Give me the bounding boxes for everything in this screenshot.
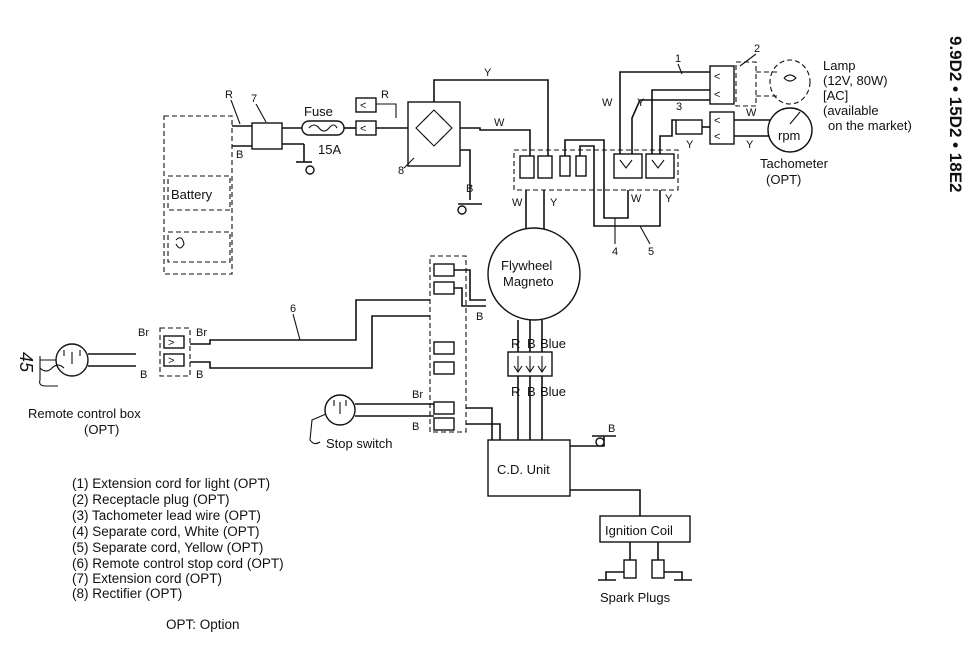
- remote-control-label: Remote control box: [28, 406, 141, 421]
- wire-blue-cd2-label: Blue: [540, 384, 566, 399]
- wire-black-stop2-label: B: [412, 421, 419, 433]
- magneto-label-line1: Flywheel: [501, 258, 552, 273]
- cd-unit: C.D. Unit B: [487, 423, 641, 516]
- svg-text:<: <: [360, 123, 366, 135]
- wire-black-cd-label: B: [527, 336, 536, 351]
- legend-item: (1) Extension cord for light (OPT): [72, 476, 270, 491]
- battery-assembly: Battery R B: [163, 89, 252, 275]
- wire-red-cd-label: R: [511, 336, 520, 351]
- legend-item: (4) Separate cord, White (OPT): [72, 524, 260, 539]
- model-title: 9.9D2 • 15D2 • 18E2: [946, 36, 965, 193]
- wire-black-ground-label: B: [608, 423, 615, 435]
- tachometer-gauge-icon: [767, 107, 813, 153]
- tachometer-label: Tachometer: [760, 156, 829, 171]
- wire-yellow-tach2-label: Y: [746, 139, 754, 151]
- svg-text:<: <: [714, 131, 720, 143]
- wire-black-rc2-label: B: [196, 369, 203, 381]
- magneto-label-line2: Magneto: [503, 274, 554, 289]
- legend-item: (6) Remote control stop cord (OPT): [72, 556, 284, 571]
- callout-5: 5: [648, 246, 654, 258]
- ignition-coil: Ignition Coil: [598, 515, 692, 581]
- wire-black-rc-label: B: [140, 369, 147, 381]
- svg-text:<: <: [714, 115, 720, 127]
- svg-text:>: >: [168, 337, 174, 349]
- extension-cord: 7: [251, 93, 315, 175]
- flywheel-magneto: Flywheel Magneto R B Blue R B Blue: [487, 227, 581, 440]
- callout-6: 6: [290, 303, 296, 315]
- wire-white-sep-label: W: [631, 193, 642, 205]
- spark-plug-icon: [623, 559, 637, 579]
- wire-yellow-lamp-label: Y: [637, 97, 645, 109]
- wire-yellow-sep-label: Y: [665, 193, 673, 205]
- fuse-rating: 15A: [318, 142, 341, 157]
- wire-brown-rc-label: Br: [138, 327, 149, 339]
- svg-text:<: <: [714, 71, 720, 83]
- lamp-rating: (12V, 80W): [823, 73, 888, 88]
- legend-item: (7) Extension cord (OPT): [72, 571, 222, 586]
- legend-note: OPT: Option: [166, 617, 240, 632]
- lamp-label: Lamp: [823, 58, 856, 73]
- fuse: Fuse 15A <: [301, 104, 408, 157]
- wire-white-lamp-label: W: [602, 97, 613, 109]
- battery-terminal-icon: [175, 237, 185, 249]
- callout-4: 4: [612, 246, 618, 258]
- svg-text:<: <: [714, 89, 720, 101]
- ignition-coil-label: Ignition Coil: [605, 523, 673, 538]
- legend-item: (5) Separate cord, Yellow (OPT): [72, 540, 263, 555]
- connector-pins-icon: [619, 159, 665, 169]
- spark-plug-icon: [651, 559, 665, 579]
- diode-bridge-icon: [415, 109, 453, 147]
- wire-black-stop-label: B: [476, 311, 483, 323]
- wire-yellow-magneto-label: Y: [550, 197, 558, 209]
- wire-black-battery-label: B: [236, 149, 243, 161]
- stop-switch-assembly: Br B: [309, 389, 434, 445]
- wire-white-rect-label: W: [494, 117, 505, 129]
- lamp-market: on the market): [828, 118, 912, 133]
- callout-2: 2: [754, 43, 760, 55]
- callout-8: 8: [398, 165, 404, 177]
- callout-1: 1: [675, 53, 681, 65]
- cd-unit-label: C.D. Unit: [497, 462, 550, 477]
- svg-text:>: >: [168, 355, 174, 367]
- wire-brown-rc2-label: Br: [196, 327, 207, 339]
- stop-connector-block: B: [400, 255, 501, 440]
- wire-white-tach-label: W: [746, 107, 757, 119]
- stop-switch-label: Stop switch: [326, 436, 392, 451]
- wire-yellow-tach-label: Y: [686, 139, 694, 151]
- legend-item: (3) Tachometer lead wire (OPT): [72, 508, 261, 523]
- legend: (1) Extension cord for light (OPT) (2) R…: [72, 476, 284, 632]
- remote-control-opt: (OPT): [84, 422, 119, 437]
- wire-red-rectifier-label: R: [381, 89, 389, 101]
- svg-text:<: <: [360, 100, 366, 112]
- page-number: 45: [16, 352, 36, 373]
- callout-7: 7: [251, 93, 257, 105]
- wire-black-rect-label: B: [466, 183, 473, 195]
- lamp-ac: [AC]: [823, 88, 848, 103]
- wire-yellow-rect-label: Y: [484, 67, 492, 79]
- legend-item: (8) Rectifier (OPT): [72, 586, 182, 601]
- callout-3: 3: [676, 101, 682, 113]
- battery-label: Battery: [171, 187, 213, 202]
- coupler-icon: [513, 356, 547, 373]
- wire-white-magneto-label: W: [512, 197, 523, 209]
- wire-red-battery-label: R: [225, 89, 233, 101]
- fuse-label: Fuse: [304, 104, 333, 119]
- lamp-available: (available: [823, 103, 879, 118]
- main-connector-block: W Y W Y 4 5: [512, 139, 679, 258]
- wire-brown-stop-label: Br: [412, 389, 423, 401]
- lamp-tach-wiring: W Y 1 3 Y < < 2 < < W Y rpm: [602, 43, 813, 154]
- spark-plugs-label: Spark Plugs: [600, 590, 671, 605]
- fuse-element-icon: [308, 124, 338, 132]
- remote-control-assembly: Br B > > Br B 6: [39, 299, 402, 387]
- lamp-bulb-icon: [769, 59, 811, 105]
- wire-blue-cd-label: Blue: [540, 336, 566, 351]
- wire-red-cd2-label: R: [511, 384, 520, 399]
- tach-rpm-label: rpm: [778, 128, 800, 143]
- rectifier: < R 8 Y W B: [355, 67, 549, 215]
- legend-item: (2) Receptacle plug (OPT): [72, 492, 230, 507]
- wire-black-cd2-label: B: [527, 384, 536, 399]
- tachometer-opt: (OPT): [766, 172, 801, 187]
